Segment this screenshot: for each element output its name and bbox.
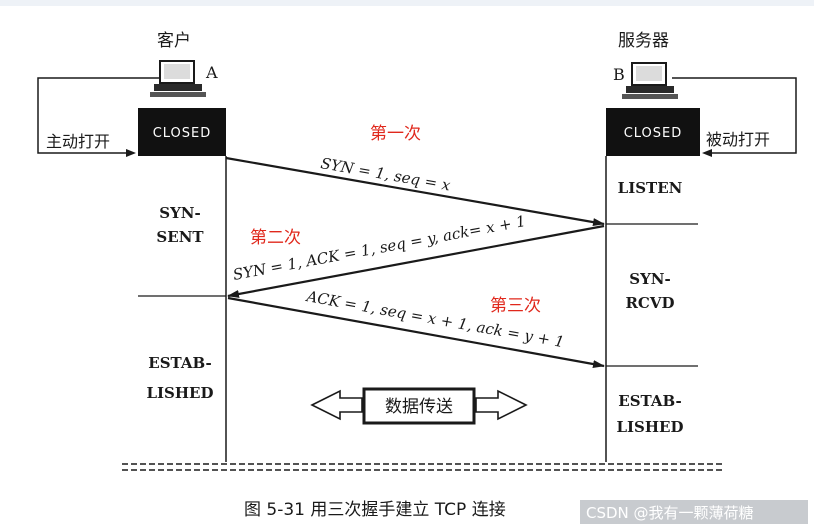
client-state-estab-2: LISHED (146, 384, 213, 402)
passive-open-loop (672, 77, 797, 154)
client-host-letter: A (205, 63, 218, 82)
server-host-letter: B (613, 65, 625, 84)
client-state-estab-1: ESTAB- (148, 354, 211, 372)
server-state-estab-1: ESTAB- (618, 392, 681, 410)
client-state-syn-2: SENT (156, 228, 204, 246)
active-open-label: 主动打开 (46, 132, 110, 151)
client-closed-box (138, 108, 226, 156)
data-transfer-double-arrow (310, 387, 528, 425)
server-label: 服务器 (618, 31, 669, 51)
server-state-estab-2: LISHED (616, 418, 683, 436)
server-state-syn-2: RCVD (625, 294, 674, 312)
message-2-step: 第二次 (250, 228, 301, 248)
active-open-loop (37, 77, 160, 154)
client-computer-icon (150, 60, 206, 97)
server-state-syn-1: SYN- (629, 270, 670, 288)
watermark: CSDN @我有一颗薄荷糖 (586, 504, 754, 522)
passive-open-label: 被动打开 (706, 130, 770, 149)
message-1-arrow (225, 156, 605, 227)
message-3-step: 第三次 (490, 296, 541, 316)
server-state-listen: LISTEN (618, 179, 683, 197)
client-state-syn-1: SYN- (159, 204, 200, 222)
message-2-arrow (227, 224, 605, 298)
server-computer-icon (622, 62, 678, 99)
server-closed-label: CLOSED (624, 126, 683, 141)
message-3-arrow (227, 296, 605, 368)
data-transfer-label: 数据传送 (385, 397, 453, 417)
message-1-step: 第一次 (370, 124, 421, 144)
server-closed-box (606, 108, 700, 156)
figure-caption: 图 5-31 用三次握手建立 TCP 连接 (244, 500, 506, 520)
client-closed-label: CLOSED (153, 126, 212, 141)
client-label: 客户 (157, 31, 191, 51)
